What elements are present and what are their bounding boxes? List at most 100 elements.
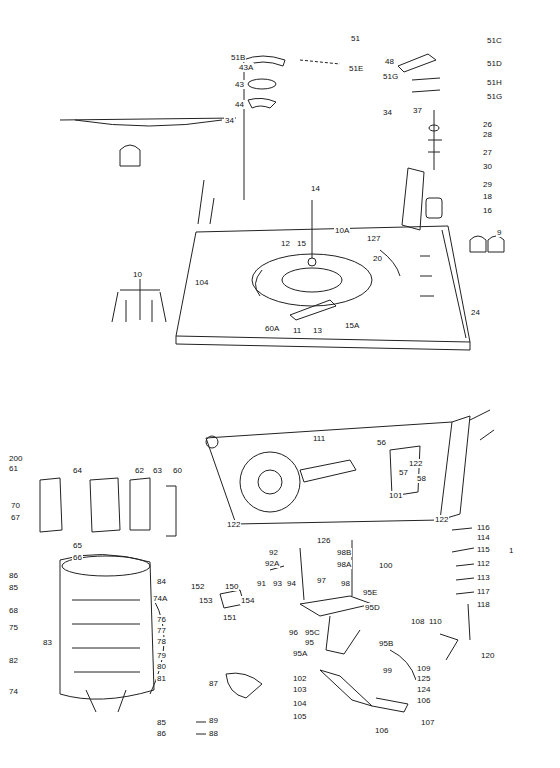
callout-number: 104 — [292, 699, 307, 708]
callout-number: 63 — [152, 466, 163, 475]
callout-number: 13 — [312, 326, 323, 335]
callout-number: 56 — [376, 438, 387, 447]
callout-number: 87 — [208, 679, 219, 688]
callout-number: 200 — [8, 454, 23, 463]
callout-number: 106 — [416, 696, 431, 705]
callout-number: 24 — [470, 308, 481, 317]
callout-number: 58 — [416, 474, 427, 483]
callout-number: 18 — [482, 192, 493, 201]
callout-number: 113 — [476, 573, 491, 582]
callout-number: 84 — [156, 577, 167, 586]
callout-number: 85 — [156, 718, 167, 727]
callout-number: 151 — [222, 613, 237, 622]
callout-number: 51H — [486, 78, 503, 87]
callout-number: 15 — [296, 239, 307, 248]
callout-number: 104 — [194, 278, 209, 287]
callout-number: 76 — [156, 615, 167, 624]
callout-number: 62 — [134, 466, 145, 475]
callout-number: 153 — [198, 596, 213, 605]
callout-number: 98 — [340, 579, 351, 588]
callout-number: 34 — [224, 116, 235, 125]
callout-number: 16 — [482, 206, 493, 215]
callout-number: 127 — [366, 234, 381, 243]
callout-number: 12 — [280, 239, 291, 248]
callout-number: 92A — [264, 559, 280, 568]
callout-number: 48 — [384, 57, 395, 66]
callout-number: 60A — [264, 324, 280, 333]
callout-number: 95B — [378, 639, 394, 648]
callout-number: 109 — [416, 664, 431, 673]
callout-number: 51 — [350, 34, 361, 43]
callout-number: 154 — [240, 596, 255, 605]
callout-number: 97 — [316, 576, 327, 585]
callout-number: 150 — [224, 582, 239, 591]
callout-number: 11 — [292, 326, 302, 335]
callout-number: 26 — [482, 120, 493, 129]
callout-number: 10A — [334, 226, 350, 235]
callout-number: 86 — [8, 571, 19, 580]
callout-number: 118 — [476, 600, 491, 609]
callout-number: 110 — [428, 617, 443, 626]
callout-number: 70 — [10, 501, 21, 510]
callout-number: 122 — [408, 459, 423, 468]
callout-number: 91 — [256, 579, 267, 588]
callout-number: 44 — [234, 100, 245, 109]
callout-number: 93 — [272, 579, 283, 588]
callout-number: 51G — [486, 92, 503, 101]
callout-number: 81 — [156, 674, 167, 683]
callout-number: 112 — [476, 559, 491, 568]
callout-number: 15A — [344, 321, 360, 330]
callout-number: 111 — [312, 434, 326, 443]
callout-number: 122 — [226, 520, 241, 529]
callout-number: 61 — [8, 464, 19, 473]
callout-number: 75 — [8, 623, 19, 632]
callout-number: 94 — [286, 579, 297, 588]
callout-number: 74 — [8, 687, 19, 696]
callout-number: 114 — [476, 533, 491, 542]
callout-number: 20 — [372, 254, 383, 263]
callout-number: 105 — [292, 712, 307, 721]
callout-number: 99 — [382, 666, 393, 675]
callout-number: 101 — [388, 491, 403, 500]
callout-number: 65 — [72, 541, 83, 550]
callout-number: 67 — [10, 513, 21, 522]
callout-number: 95A — [292, 649, 308, 658]
callout-number: 64 — [72, 466, 83, 475]
callout-number: 100 — [378, 561, 393, 570]
callout-number: 51G — [382, 72, 399, 81]
callout-number: 27 — [482, 148, 493, 157]
callout-number: 96 — [288, 628, 299, 637]
callout-number: 37 — [412, 106, 423, 115]
callout-number: 98B — [336, 548, 352, 557]
callout-number: 125 — [416, 674, 431, 683]
callout-number: 92 — [268, 548, 279, 557]
callout-number: 120 — [480, 651, 495, 660]
callout-number: 86 — [156, 729, 167, 738]
callout-number: 68 — [8, 606, 19, 615]
callout-number: 30 — [482, 162, 493, 171]
callout-number: 78 — [156, 637, 167, 646]
callout-number: 106 — [374, 726, 389, 735]
callout-number: 124 — [416, 685, 431, 694]
callout-number: 82 — [8, 656, 19, 665]
callout-number: 95D — [364, 603, 381, 612]
callout-number: 83 — [42, 638, 53, 647]
callout-number: 51D — [486, 59, 503, 68]
callout-number: 89 — [208, 716, 219, 725]
callout-number: 51B — [230, 53, 246, 62]
callout-number: 85 — [8, 583, 19, 592]
callout-number: 60 — [172, 466, 183, 475]
callout-number: 29 — [482, 180, 493, 189]
callout-number: 122 — [434, 515, 449, 524]
callout-number: 107 — [420, 718, 435, 727]
callout-number: 95C — [304, 628, 321, 637]
callout-number: 43A — [238, 63, 254, 72]
callout-number: 51C — [486, 36, 503, 45]
callout-number: 103 — [292, 685, 307, 694]
callout-number: 28 — [482, 130, 493, 139]
callout-number: 108 — [410, 617, 425, 626]
callout-number: 51E — [348, 64, 364, 73]
callout-number: 10 — [132, 270, 143, 279]
